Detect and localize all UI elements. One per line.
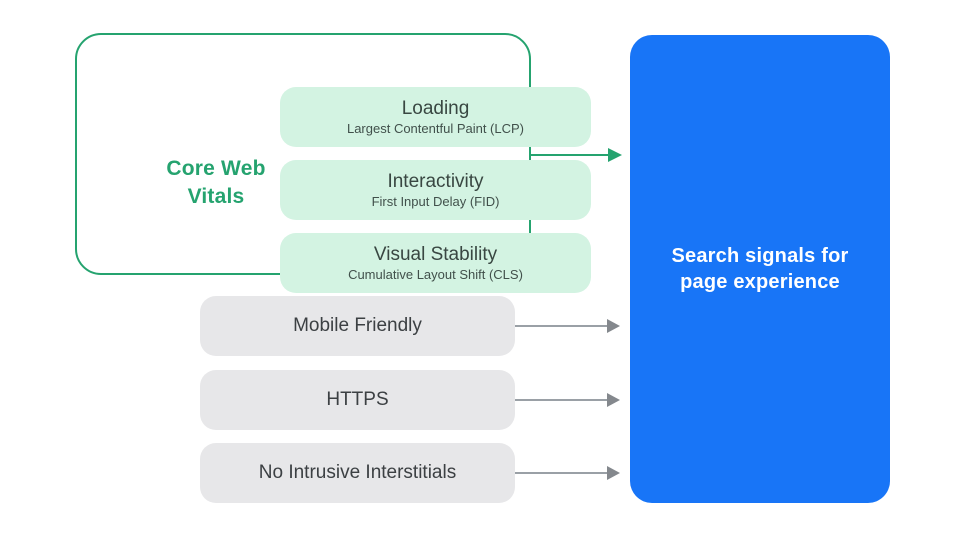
vital-title: Visual Stability bbox=[373, 243, 498, 265]
arrow-head-icon bbox=[607, 466, 620, 480]
vital-card-loading: Loading Largest Contentful Paint (LCP) bbox=[280, 87, 591, 147]
arrow-head-icon bbox=[608, 148, 622, 162]
core-web-vitals-cards: Loading Largest Contentful Paint (LCP) I… bbox=[280, 87, 591, 293]
search-signals-label: Search signals for page experience bbox=[671, 245, 849, 293]
arrow-mobile-friendly-icon bbox=[515, 319, 620, 333]
vital-title: Interactivity bbox=[387, 170, 484, 192]
vital-subtitle: First Input Delay (FID) bbox=[371, 193, 500, 209]
arrow-core-web-vitals-icon bbox=[531, 148, 622, 162]
signal-card-mobile-friendly: Mobile Friendly bbox=[200, 296, 515, 356]
arrow-head-icon bbox=[607, 319, 620, 333]
signal-card-no-intrusive-interstitials: No Intrusive Interstitials bbox=[200, 443, 515, 503]
vital-card-visual-stability: Visual Stability Cumulative Layout Shift… bbox=[280, 233, 591, 293]
signal-card-https: HTTPS bbox=[200, 370, 515, 430]
arrow-head-icon bbox=[607, 393, 620, 407]
vital-card-interactivity: Interactivity First Input Delay (FID) bbox=[280, 160, 591, 220]
signal-label: Mobile Friendly bbox=[293, 315, 422, 336]
arrow-https-icon bbox=[515, 393, 620, 407]
arrow-shaft bbox=[531, 153, 608, 157]
signal-label: No Intrusive Interstitials bbox=[258, 462, 457, 483]
arrow-shaft bbox=[515, 398, 607, 402]
core-web-vitals-group: Core Web Vitals Loading Largest Contentf… bbox=[75, 33, 591, 293]
search-signals-result-box: Search signals for page experience bbox=[630, 35, 890, 503]
vital-subtitle: Cumulative Layout Shift (CLS) bbox=[348, 266, 523, 282]
arrow-no-intrusive-interstitials-icon bbox=[515, 466, 620, 480]
vital-title: Loading bbox=[401, 97, 470, 119]
arrow-shaft bbox=[515, 471, 607, 475]
signal-label: HTTPS bbox=[326, 389, 389, 410]
vital-subtitle: Largest Contentful Paint (LCP) bbox=[346, 120, 525, 136]
core-web-vitals-label: Core Web Vitals bbox=[166, 157, 266, 208]
arrow-shaft bbox=[515, 324, 607, 328]
